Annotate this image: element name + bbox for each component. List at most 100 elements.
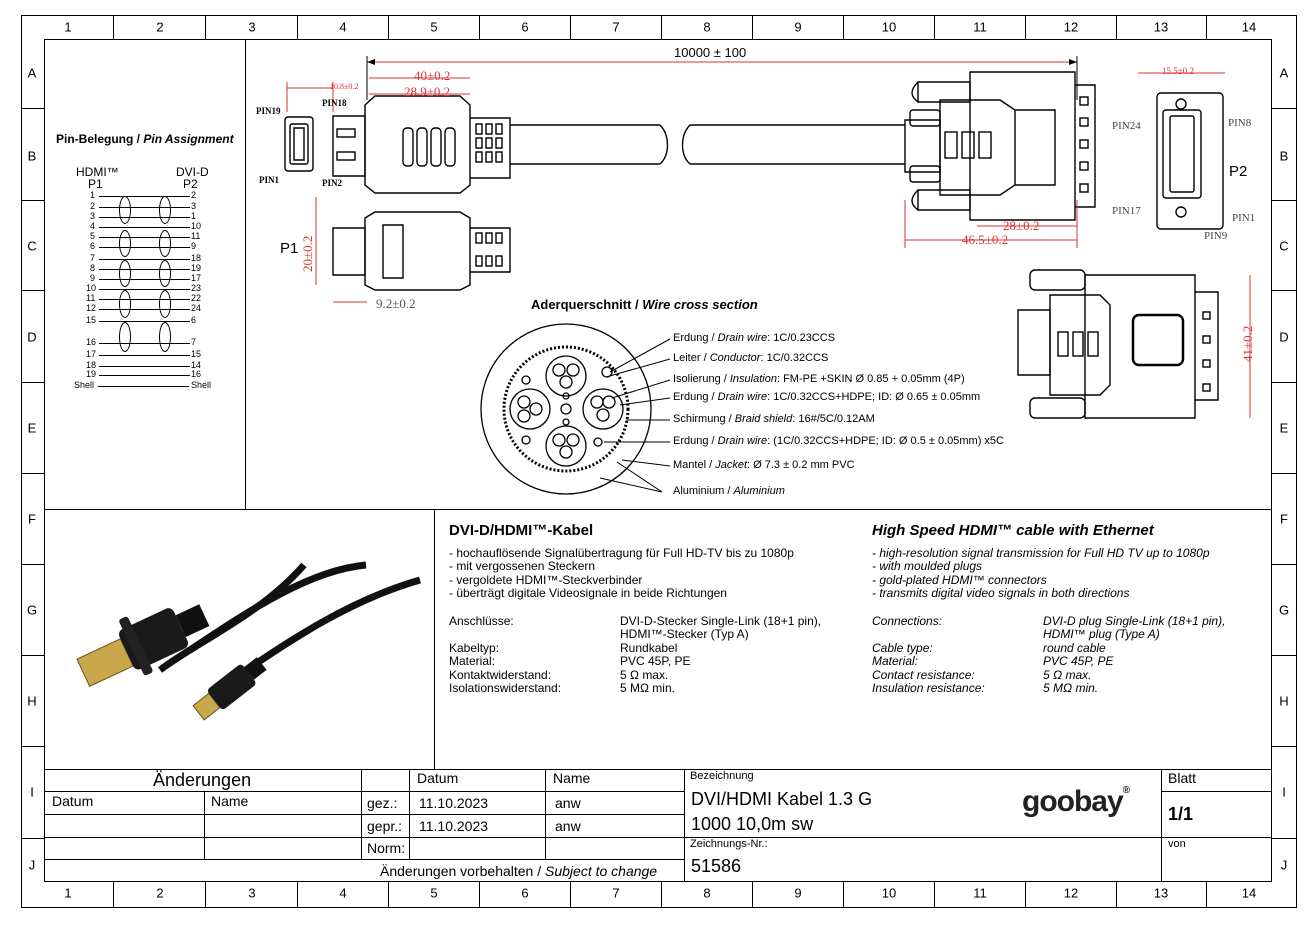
wire-legend-separator: / — [708, 332, 718, 344]
tb-vline — [409, 769, 410, 859]
pin-right-number: 3 — [191, 201, 197, 211]
tb-designation-1: DVI/HDMI Kabel 1.3 G — [691, 789, 873, 809]
frame-row-label: J — [28, 857, 36, 873]
frame-tick — [388, 882, 389, 908]
frame-tick — [1272, 655, 1297, 656]
spec-key: Cable type: — [872, 641, 933, 655]
wire-legend-de: Isolierung — [673, 373, 721, 385]
pin-right-number: 24 — [191, 303, 202, 313]
pin-right-number: 18 — [191, 253, 202, 263]
frame-row-label: D — [1279, 329, 1289, 345]
frame-tick — [752, 882, 753, 908]
tb-designation-2: 1000 10,0m sw — [691, 814, 814, 834]
pin-wire — [99, 279, 190, 280]
frame-col-label: 3 — [248, 19, 256, 35]
desc-bullet: - mit vergossenen Steckern — [449, 559, 596, 574]
frame-tick — [113, 882, 114, 908]
desc-bullet: - transmits digital video signals in bot… — [872, 586, 1130, 601]
pin-left-number: 2 — [90, 201, 96, 211]
pin-right-number: 2 — [191, 190, 197, 200]
pin-wire — [99, 227, 190, 228]
wire-legend-de: Erdung — [673, 435, 709, 447]
tb-name-left: Name — [211, 793, 249, 809]
wire-section-title: Aderquerschnitt / Wire cross section — [531, 297, 758, 312]
frame-tick — [1272, 290, 1297, 291]
frame-col-label: 10 — [881, 885, 897, 901]
wire-legend-de: Aluminium — [673, 485, 725, 497]
tb-line — [44, 837, 684, 838]
frame-tick — [661, 15, 662, 39]
pin-right-number: 22 — [191, 293, 202, 303]
frame-row-label: F — [1280, 511, 1288, 527]
frame-tick — [1025, 882, 1026, 908]
wire-legend-item: Aluminium / Aluminium — [673, 485, 785, 497]
frame-col-label: 13 — [1153, 19, 1169, 35]
tb-vline — [684, 769, 685, 882]
label-pin2: PIN2 — [322, 178, 342, 188]
frame-tick — [843, 15, 844, 39]
frame-col-label: 2 — [156, 19, 164, 35]
frame-tick — [388, 15, 389, 39]
frame-tick — [21, 746, 44, 747]
tb-zeichnungs-nr: Zeichnungs-Nr.: — [690, 838, 768, 850]
wire-legend-separator: / — [725, 413, 735, 425]
frame-col-label: 7 — [612, 885, 620, 901]
pin-right-number: 19 — [191, 263, 202, 273]
twisted-pair-marker — [119, 196, 131, 224]
pin-wire — [99, 247, 190, 248]
frame-col-label: 14 — [1241, 885, 1257, 901]
pin-right-number: 15 — [191, 349, 202, 359]
tb-gepr-name: anw — [555, 818, 581, 834]
pin-left-number: 11 — [86, 293, 96, 303]
desc-bullet: - high-resolution signal transmission fo… — [872, 546, 1210, 560]
desc-de-title: DVI-D/HDMI™-Kabel — [449, 522, 594, 539]
frame-col-label: 11 — [973, 19, 987, 35]
pin-right-number: 16 — [191, 369, 202, 379]
frame-tick — [843, 882, 844, 908]
frame-tick — [21, 473, 44, 474]
frame-row-label: B — [1279, 148, 1289, 164]
tb-datum-left: Datum — [52, 793, 94, 809]
frame-row-label: A — [27, 65, 37, 81]
wire-legend-en: Conductor — [709, 352, 761, 364]
pin-right-number: 17 — [191, 273, 202, 283]
tb-line — [44, 859, 684, 860]
frame-tick — [21, 200, 44, 201]
tb-subject-en: Subject to change — [545, 863, 658, 879]
dim-10-8: 10.8±0.2 — [330, 82, 359, 91]
frame-tick — [570, 15, 571, 39]
frame-tick — [1025, 15, 1026, 39]
frame-row-label: F — [28, 511, 36, 527]
wire-legend-en: Drain wire — [717, 435, 768, 447]
frame-row-label: J — [1280, 857, 1288, 873]
label-p1: P1 — [280, 240, 299, 257]
pin-left-number: 19 — [86, 369, 97, 379]
spec-value: PVC 45P, PE — [620, 654, 691, 668]
frame-tick — [1206, 15, 1207, 39]
wire-legend-item: Schirmung / Braid shield: 16#/5C/0.12AM — [673, 413, 875, 425]
desc-bullet: - gold-plated HDMI™ connectors — [872, 572, 1047, 587]
label-pin24: PIN24 — [1112, 120, 1141, 132]
frame-tick — [1272, 200, 1297, 201]
twisted-pair-marker — [159, 322, 171, 352]
spec-key: Kontaktwiderstand: — [449, 668, 552, 682]
frame-row-label: G — [1278, 602, 1290, 618]
frame-col-label: 9 — [794, 885, 802, 901]
tb-line — [1161, 791, 1272, 792]
frame-col-label: 1 — [64, 885, 72, 901]
frame-col-label: 6 — [521, 19, 529, 35]
twisted-pair-marker — [159, 230, 171, 257]
pin-col2-sub: P2 — [183, 177, 198, 191]
pin-wire — [99, 259, 190, 260]
spec-key: Material: — [449, 654, 496, 668]
tb-vline — [545, 769, 546, 859]
tb-sheet: 1/1 — [1168, 804, 1194, 824]
product-photo — [76, 561, 421, 721]
wire-legend-separator: / — [720, 373, 730, 385]
frame-tick — [113, 15, 114, 39]
wire-legend-value: : (1C/0.32CCS+HDPE; ID: Ø 0.5 ± 0.05mm) … — [767, 435, 1004, 447]
frame-row-label: I — [30, 784, 34, 800]
spec-key: Connections: — [872, 614, 943, 628]
frame-tick — [21, 108, 44, 109]
dim-46-5: 46.5±0.2 — [962, 232, 1009, 247]
